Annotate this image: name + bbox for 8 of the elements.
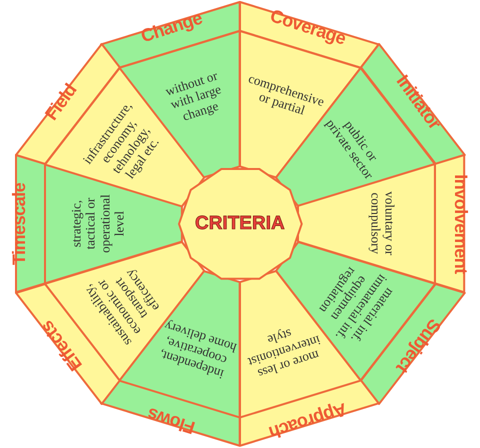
center-label: CRITERIA: [194, 212, 285, 235]
sector-text: voluntary or compulsory: [367, 190, 396, 258]
sector-text: strategic, tactical or operational level: [70, 194, 127, 256]
sector-heading: Timescale: [10, 182, 28, 266]
sector-text: without or with large change: [162, 66, 224, 126]
sector-heading: Flows: [146, 405, 198, 438]
sector-heading: Involvement: [451, 174, 470, 274]
sector-heading: Change: [139, 8, 205, 45]
